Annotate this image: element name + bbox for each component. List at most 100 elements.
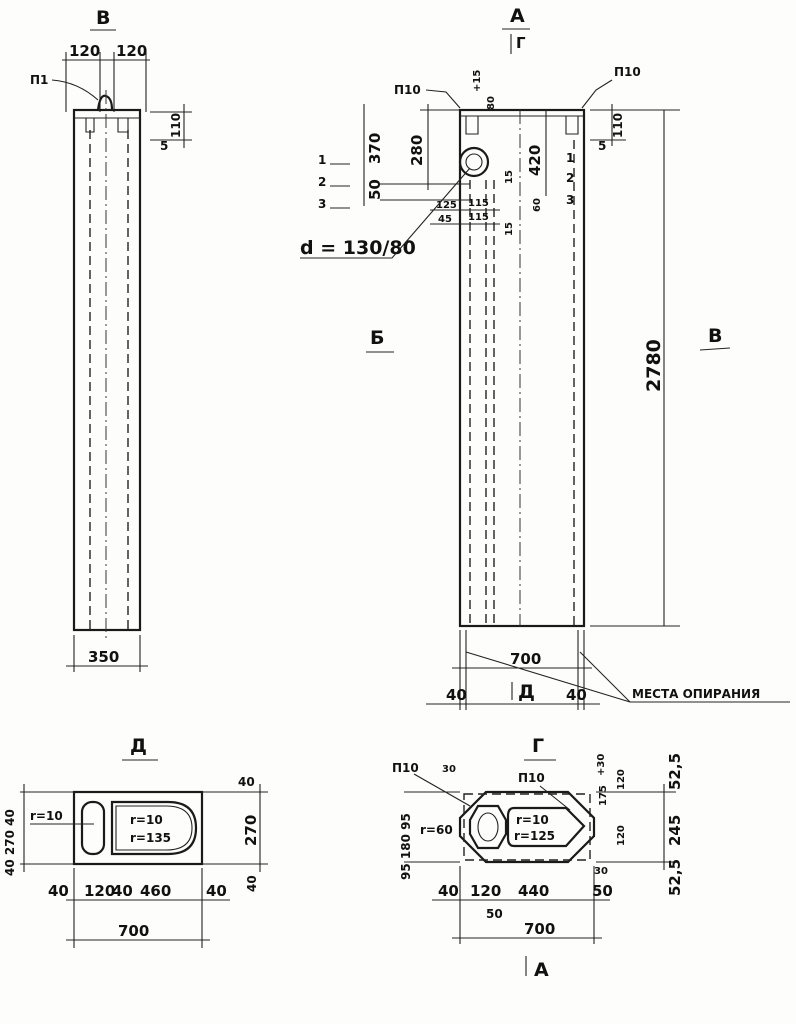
dim-115a: 115 (468, 198, 489, 209)
tag-p1: П1 (30, 73, 48, 87)
large-void-inner (115, 805, 193, 851)
section-d-outline (72, 790, 204, 866)
support-leader-a (465, 651, 631, 703)
view-d-label: Д (130, 735, 147, 757)
dim-420: 420 (526, 145, 544, 176)
marker-3a: 3 (318, 197, 326, 211)
dim-40b: 40 (566, 686, 587, 704)
small-void (80, 800, 106, 856)
dim-110: 110 (169, 113, 183, 138)
section-d: Д r=10 r=10 r=135 40 270 40 270 40 40 40… (3, 735, 268, 948)
marker-2b: 2 (566, 171, 574, 185)
large-void (110, 800, 198, 856)
bd-40a: 40 (48, 882, 69, 900)
view-d-arrow: Д (518, 681, 535, 703)
view-g-label: Г (516, 34, 526, 52)
dim-5: 5 (160, 139, 168, 153)
dim-115b: 115 (468, 212, 489, 223)
dim-2780: 2780 (643, 339, 665, 392)
dim-700-d: 700 (118, 922, 149, 940)
pocket-left (85, 118, 95, 133)
dim-525b: 52,5 (666, 859, 684, 896)
left-dims-g: 95 180 95 (399, 813, 413, 880)
dim-350: 350 (88, 648, 119, 666)
support-leader-b (579, 651, 631, 703)
bg-120: 120 (470, 882, 501, 900)
leader-p1 (51, 79, 99, 101)
diameter-label: d = 130/80 (300, 237, 416, 259)
hidden-outline (463, 793, 591, 861)
r125: r=125 (514, 829, 555, 843)
dim-120a-g: 120 (616, 769, 627, 790)
leader-p10-left (425, 89, 461, 109)
small-void (468, 804, 508, 850)
dim-plus15: +15 (472, 70, 483, 92)
view-v2-label: В (708, 325, 722, 347)
dim-15a: 15 (504, 170, 515, 184)
marker-1b: 1 (566, 151, 574, 165)
dim-370: 370 (366, 133, 384, 164)
dim-110-right: 110 (611, 113, 625, 138)
tag-p10-right: П10 (614, 65, 641, 79)
support-label: МЕСТА ОПИРАНИЯ (632, 687, 760, 701)
r10-g: r=10 (516, 813, 549, 827)
hole-circle (458, 146, 490, 178)
pocket-right (565, 116, 579, 135)
bg-40: 40 (438, 882, 459, 900)
left-column-body (72, 108, 142, 632)
view-g-top: Г (532, 735, 544, 757)
dim-700-g: 700 (524, 920, 555, 938)
main-column-body (458, 108, 586, 628)
dim-50-g: 50 (486, 907, 503, 921)
bd-40b: 40 (112, 882, 133, 900)
dim-280: 280 (408, 135, 426, 166)
marker-3b: 3 (566, 193, 574, 207)
dim-80: 80 (486, 96, 497, 110)
dim-525a: 52,5 (666, 753, 684, 790)
r10b: r=10 (130, 813, 163, 827)
dim-700-main: 700 (510, 650, 541, 668)
view-b-label: Б (370, 327, 384, 349)
pocket-right (117, 118, 129, 133)
dim-60: 60 (532, 198, 543, 212)
leader (539, 785, 571, 811)
view-v-label: В (96, 7, 110, 29)
bd-460: 460 (140, 882, 171, 900)
side-dims: 40 270 40 (3, 809, 17, 876)
dim-270: 270 (242, 815, 260, 846)
diameter-leader (300, 167, 471, 259)
dim-125: 125 (436, 200, 457, 211)
small-void-inner (477, 812, 499, 842)
bg-440: 440 (518, 882, 549, 900)
dim-40r2: 40 (245, 875, 259, 892)
main-elevation: А Г П10 П10 +15 80 280 370 50 1 2 (300, 5, 790, 710)
dim-120b-g: 120 (616, 825, 627, 846)
dim-40a: 40 (446, 686, 467, 704)
tag-p10-left: П10 (394, 83, 421, 97)
r135: r=135 (130, 831, 171, 845)
view-a-bottom: А (534, 959, 549, 981)
dim-175: 175 (598, 785, 609, 806)
dim-245: 245 (666, 815, 684, 846)
dim-15b: 15 (504, 222, 515, 236)
marker-1a: 1 (318, 153, 326, 167)
dim-30c: 30 (594, 866, 608, 877)
leader-p10-right (581, 79, 613, 109)
dim-45: 45 (438, 214, 452, 225)
bd-120: 120 (84, 882, 115, 900)
arrow-v (699, 347, 731, 351)
dim-120b: 120 (116, 42, 147, 60)
dim-120a: 120 (69, 42, 100, 60)
section-g: Г П10 П10 30 r=60 r=10 r=125 95 180 95 1… (392, 735, 684, 981)
hole-inner (465, 153, 483, 171)
dim-5-right: 5 (598, 139, 606, 153)
view-a-label: А (510, 5, 525, 27)
left-elevation: В 120 120 П1 110 5 350 (30, 7, 192, 672)
dim-40r1: 40 (238, 775, 255, 789)
bg-50: 50 (592, 882, 613, 900)
r10a: r=10 (30, 809, 63, 823)
leader (413, 773, 471, 807)
dim-30a: 30 (442, 764, 456, 775)
marker-2a: 2 (318, 175, 326, 189)
